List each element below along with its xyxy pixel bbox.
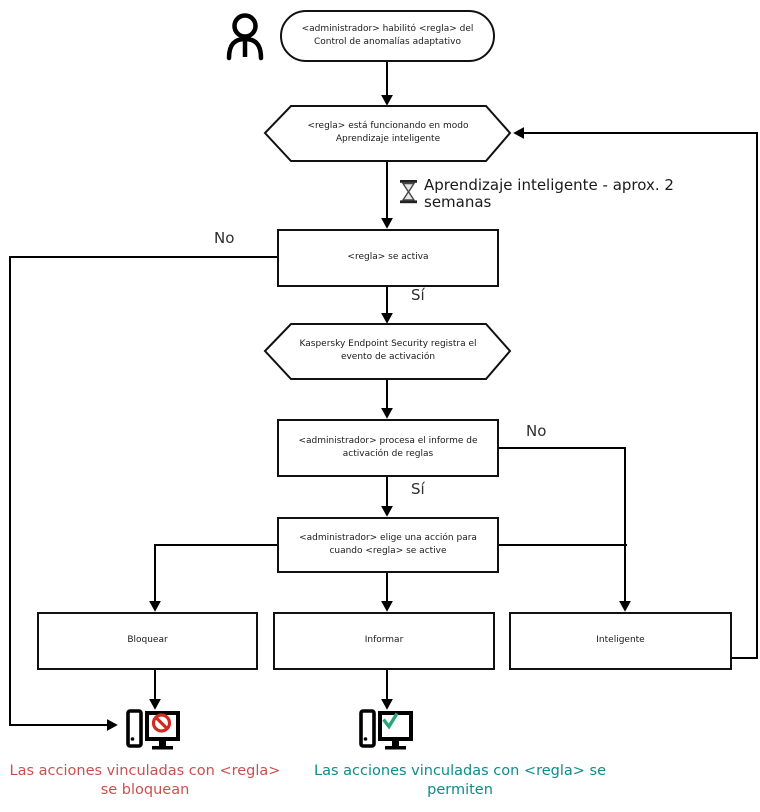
connector-choose-to-block — [149, 544, 277, 612]
caption-blocked-line1: Las acciones vinculadas con <regla> — [9, 763, 281, 779]
caption-allowed-line1: Las acciones vinculadas con <regla> se — [314, 763, 606, 779]
learning-mode-hexagon — [263, 105, 512, 162]
learning-duration-label: Aprendizaje inteligente - aprox. 2 seman… — [424, 177, 714, 211]
connector-trigger-no-to-blocked-pc — [9, 256, 277, 731]
label-yes-second: Sí — [411, 480, 425, 498]
computer-allowed-icon — [359, 709, 413, 750]
prohibition-icon — [151, 713, 172, 733]
caption-blocked: Las acciones vinculadas con <regla> se b… — [0, 762, 290, 800]
connectors — [9, 62, 758, 731]
node-choose-action: <administrador> elige una acción para cu… — [277, 517, 499, 573]
hourglass-icon — [400, 180, 417, 204]
learning-duration-line1: Aprendizaje inteligente - aprox. 2 — [424, 176, 674, 194]
check-icon — [382, 712, 399, 730]
node-log-event: Kaspersky Endpoint Security registra el … — [299, 338, 477, 362]
computer-blocked-icon — [126, 709, 180, 750]
node-learning-mode: <regla> está funcionando en modo Aprendi… — [307, 120, 469, 144]
learning-duration-line2: semanas — [424, 193, 492, 211]
connector-report-no-to-smart — [499, 447, 631, 612]
log-event-hexagon — [263, 323, 512, 380]
node-inform: Informar — [273, 612, 495, 670]
connector-smart-return-to-learning — [513, 127, 758, 659]
node-smart: Inteligente — [509, 612, 732, 670]
caption-blocked-line2: se bloquean — [100, 781, 190, 798]
node-process-report: <administrador> procesa el informe de ac… — [277, 419, 499, 477]
caption-allowed-line2: permiten — [427, 781, 493, 798]
label-no-right: No — [526, 422, 547, 440]
node-rule-triggers: <regla> se activa — [277, 229, 499, 287]
caption-allowed: Las acciones vinculadas con <regla> se p… — [304, 762, 616, 800]
node-block: Bloquear — [37, 612, 258, 670]
label-no-left: No — [214, 229, 235, 247]
node-start: <administrador> habilitó <regla> del Con… — [280, 10, 495, 62]
label-yes-first: Sí — [411, 286, 425, 304]
person-icon — [226, 13, 264, 61]
